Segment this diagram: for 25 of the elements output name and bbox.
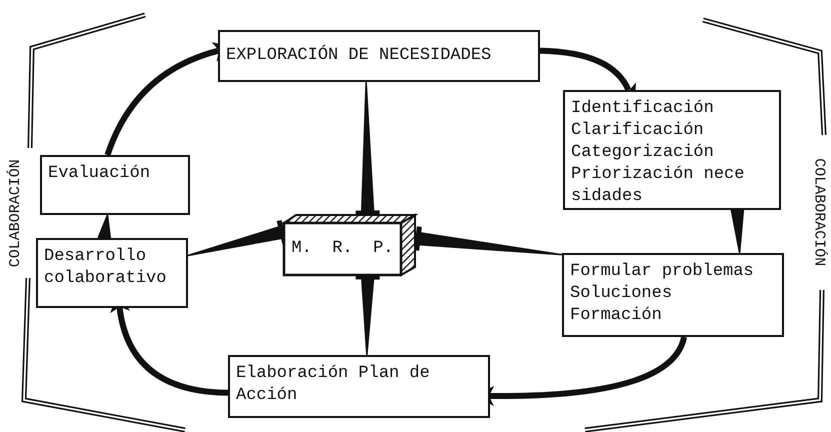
process-box: [562, 253, 784, 337]
node-text: Desarrollo colaborativo: [44, 246, 168, 290]
node-text: Categorización: [571, 142, 715, 164]
node-text: Elaboración Plan de Acción: [236, 363, 431, 407]
process-box: [40, 155, 190, 215]
vertical-label: COLABORACIÓN: [6, 158, 25, 268]
node-text: Priorización nece: [571, 164, 746, 186]
wedge-connector: [414, 226, 563, 256]
process-box: [228, 355, 490, 418]
process-box: [218, 30, 540, 82]
node-text: Formación: [570, 305, 663, 327]
block-3d: [282, 213, 418, 277]
node-text: M. R. P.: [291, 238, 394, 260]
wedge-connector: [356, 274, 380, 356]
wedge-connector: [356, 81, 380, 216]
node-text: Formular problemas: [570, 261, 755, 283]
process-box: [563, 90, 781, 210]
vertical-label: COLABORACIÓN: [809, 158, 829, 266]
node-text: Evaluación: [48, 163, 152, 185]
node-text: Soluciones: [570, 283, 674, 305]
node-text: EXPLORACIÓN DE NECESIDADES: [226, 45, 492, 67]
process-box: [36, 238, 188, 308]
node-text: Clarificación: [571, 120, 705, 142]
node-text: sidades: [571, 186, 644, 208]
node-text: Identificación: [571, 98, 715, 120]
